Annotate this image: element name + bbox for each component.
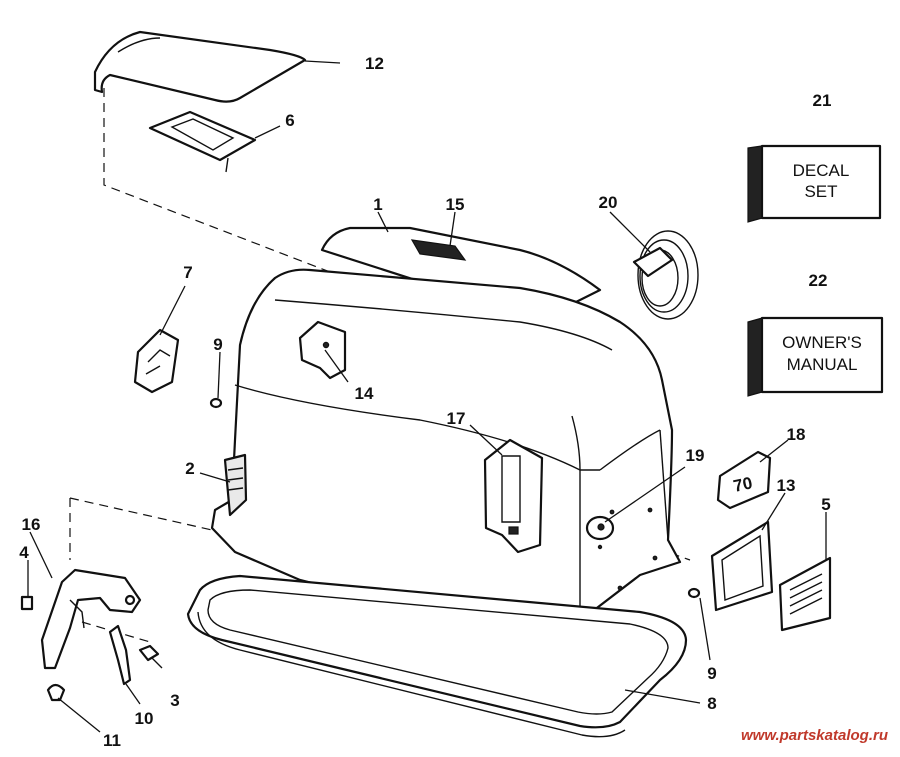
part-knob-19 [585, 515, 615, 541]
decal-box-line2: SET [804, 182, 837, 201]
callout-1: 1 [373, 195, 382, 214]
owners-manual-box: OWNER'S MANUAL [747, 316, 884, 397]
callout-13: 13 [777, 476, 796, 495]
callout-3: 3 [170, 691, 179, 710]
leader-lines [27, 60, 827, 733]
callout-11: 11 [103, 731, 121, 750]
part-foot-11 [46, 683, 66, 702]
callout-15: 15 [446, 195, 465, 214]
part-rear-vent [410, 239, 467, 261]
part-clip-4 [20, 595, 34, 611]
callout-9-lower: 9 [707, 664, 716, 683]
callout-4: 4 [19, 543, 29, 562]
callout-12: 12 [365, 54, 384, 73]
callout-6: 6 [285, 111, 294, 130]
callout-9-upper: 9 [213, 335, 222, 354]
part-screw-9b [687, 587, 701, 599]
part-grille-5 [778, 556, 832, 632]
callout-20: 20 [599, 193, 618, 212]
part-bracket-7 [133, 328, 180, 394]
emblem-text: 70 [732, 473, 754, 496]
callout-16: 16 [22, 515, 41, 534]
callout-22: 22 [809, 271, 828, 290]
callout-10: 10 [135, 709, 154, 728]
callout-17: 17 [447, 409, 466, 428]
decal-set-box: DECAL SET [747, 144, 882, 223]
part-bottom-seal [186, 574, 688, 738]
part-seal-ring [148, 110, 257, 173]
part-engine-cover [210, 226, 682, 642]
part-screw-9a [209, 397, 223, 409]
part-latch-17 [483, 438, 544, 554]
callout-18: 18 [787, 425, 806, 444]
part-bolt-3 [138, 644, 160, 662]
callout-2: 2 [185, 459, 194, 478]
part-emblem-18: 70 [716, 450, 772, 510]
part-plate-14 [298, 320, 347, 380]
callout-14: 14 [355, 384, 374, 403]
part-strap-10 [108, 624, 132, 686]
part-bracket-16 [40, 568, 142, 670]
part-plate-13 [710, 520, 774, 612]
decal-box-line1: DECAL [793, 161, 850, 180]
callout-19: 19 [686, 446, 705, 465]
callout-8: 8 [707, 694, 716, 713]
callout-labels: 12 6 1 15 20 21 22 7 9 14 17 2 19 18 13 … [19, 54, 831, 750]
manual-box-line1: OWNER'S [782, 333, 862, 352]
callout-5: 5 [821, 495, 830, 514]
callout-21: 21 [813, 91, 832, 110]
footer-url-link[interactable]: www.partskatalog.ru [741, 727, 888, 744]
manual-box-line2: MANUAL [787, 355, 858, 374]
callout-7: 7 [183, 263, 192, 282]
part-top-cap [93, 30, 307, 103]
part-wire-coil [632, 230, 699, 320]
